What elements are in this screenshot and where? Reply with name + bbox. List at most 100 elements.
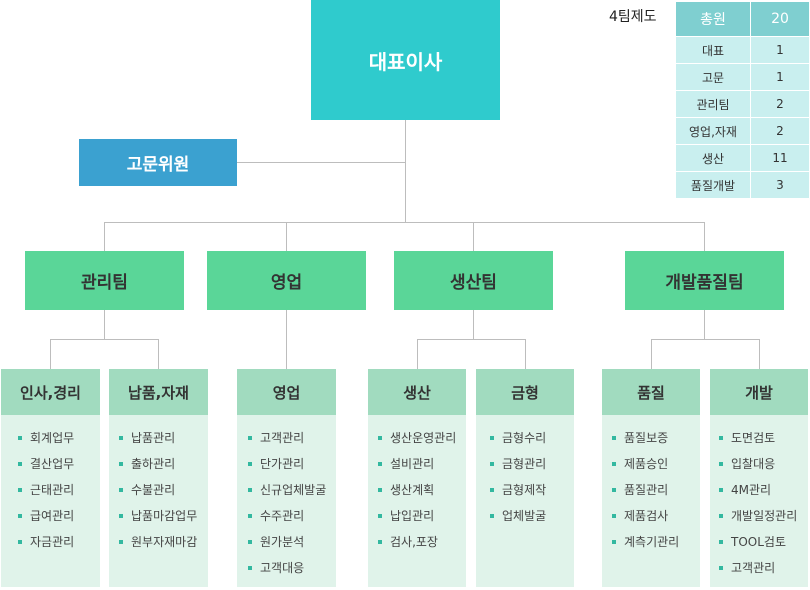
list-item: 고객관리	[719, 555, 808, 581]
bullet-icon	[248, 436, 252, 440]
unit-development-header: 개발	[710, 369, 808, 415]
bullet-icon	[490, 436, 494, 440]
unit-sales-header: 영업	[237, 369, 336, 415]
row-value: 3	[750, 171, 810, 199]
bullet-icon	[612, 514, 616, 518]
bullet-icon	[378, 488, 382, 492]
unit-sales-tasks: 고객관리 단가관리 신규업체발굴 수주관리 원가분석 고객대응	[237, 415, 336, 587]
dept-2-stem-line	[473, 310, 474, 340]
bullet-icon	[490, 488, 494, 492]
advisor-box: 고문위원	[79, 139, 237, 186]
bullet-icon	[18, 514, 22, 518]
dept-production-box: 생산팀	[394, 251, 553, 310]
list-item: 품질관리	[612, 477, 700, 503]
list-item: 급여관리	[18, 503, 100, 529]
bullet-icon	[719, 436, 723, 440]
bullet-icon	[248, 514, 252, 518]
list-item: 납입관리	[378, 503, 466, 529]
list-item: 단가관리	[248, 451, 336, 477]
dept-3-unit-1-drop	[759, 339, 760, 369]
table-row: 고문 1	[675, 63, 810, 91]
dept-0-unit-0-drop	[50, 339, 51, 369]
list-item: 원부자재마감	[119, 529, 208, 555]
list-item: 수주관리	[248, 503, 336, 529]
bullet-icon	[612, 488, 616, 492]
unit-quality-tasks: 품질보증 제품승인 품질관리 제품검사 계측기관리	[602, 415, 700, 587]
list-item: 계측기관리	[612, 529, 700, 555]
bullet-icon	[378, 540, 382, 544]
list-item: 개발일정관리	[719, 503, 808, 529]
bullet-icon	[719, 462, 723, 466]
list-item: TOOL검토	[719, 529, 808, 555]
list-item: 생산계획	[378, 477, 466, 503]
bullet-icon	[18, 488, 22, 492]
bullet-icon	[248, 566, 252, 570]
unit-production-tasks: 생산운영관리 설비관리 생산계획 납입관리 검사,포장	[368, 415, 466, 587]
dept-3-stem-line	[704, 310, 705, 340]
dept-2-unit-0-drop	[417, 339, 418, 369]
bullet-icon	[378, 462, 382, 466]
bullet-icon	[18, 462, 22, 466]
list-item: 4M관리	[719, 477, 808, 503]
list-item: 설비관리	[378, 451, 466, 477]
table-row: 관리팀 2	[675, 90, 810, 118]
row-value: 1	[750, 63, 810, 91]
list-item: 근태관리	[18, 477, 100, 503]
dept-admin-box: 관리팀	[25, 251, 184, 310]
bullet-icon	[119, 436, 123, 440]
ceo-trunk-line	[405, 120, 406, 223]
table-row: 생산 11	[675, 144, 810, 172]
bullet-icon	[612, 540, 616, 544]
bullet-icon	[612, 436, 616, 440]
row-label: 대표	[675, 36, 751, 64]
table-row: 품질개발 3	[675, 171, 810, 199]
list-item: 신규업체발굴	[248, 477, 336, 503]
unit-mold-header: 금형	[476, 369, 574, 415]
table-header-row: 총원 20	[675, 1, 810, 37]
row-value: 1	[750, 36, 810, 64]
unit-hr-accounting-tasks: 회계업무 결산업무 근태관리 급여관리 자금관리	[1, 415, 100, 587]
list-item: 고객대응	[248, 555, 336, 581]
bullet-icon	[490, 514, 494, 518]
row-label: 품질개발	[675, 171, 751, 199]
bullet-icon	[378, 514, 382, 518]
dept-sales-box: 영업	[207, 251, 366, 310]
dept-0-unit-1-drop	[158, 339, 159, 369]
bullet-icon	[18, 540, 22, 544]
total-label: 총원	[675, 1, 751, 37]
bullet-icon	[119, 462, 123, 466]
unit-development-tasks: 도면검토 입찰대응 4M관리 개발일정관리 TOOL검토 고객관리	[710, 415, 808, 587]
total-value: 20	[750, 1, 810, 37]
bullet-icon	[119, 514, 123, 518]
list-item: 품질보증	[612, 425, 700, 451]
list-item: 금형수리	[490, 425, 574, 451]
bullet-icon	[719, 488, 723, 492]
row-value: 2	[750, 90, 810, 118]
unit-mold-tasks: 금형수리 금형관리 금형제작 업체발굴	[476, 415, 574, 587]
unit-hr-accounting-header: 인사,경리	[1, 369, 100, 415]
row-label: 영업,자재	[675, 117, 751, 145]
dept-1-stem-line	[286, 310, 287, 369]
bullet-icon	[612, 462, 616, 466]
bullet-icon	[378, 436, 382, 440]
dept-drop-line-2	[473, 222, 474, 251]
unit-delivery-materials-header: 납품,자재	[109, 369, 208, 415]
unit-quality-header: 품질	[602, 369, 700, 415]
list-item: 수불관리	[119, 477, 208, 503]
list-item: 금형관리	[490, 451, 574, 477]
list-item: 원가분석	[248, 529, 336, 555]
bullet-icon	[18, 436, 22, 440]
team-system-title: 4팀제도	[609, 9, 657, 25]
bullet-icon	[490, 462, 494, 466]
list-item: 입찰대응	[719, 451, 808, 477]
list-item: 업체발굴	[490, 503, 574, 529]
list-item: 금형제작	[490, 477, 574, 503]
row-label: 관리팀	[675, 90, 751, 118]
bullet-icon	[248, 540, 252, 544]
row-value: 11	[750, 144, 810, 172]
list-item: 고객관리	[248, 425, 336, 451]
row-value: 2	[750, 117, 810, 145]
list-item: 납품마감업무	[119, 503, 208, 529]
list-item: 출하관리	[119, 451, 208, 477]
table-row: 영업,자재 2	[675, 117, 810, 145]
